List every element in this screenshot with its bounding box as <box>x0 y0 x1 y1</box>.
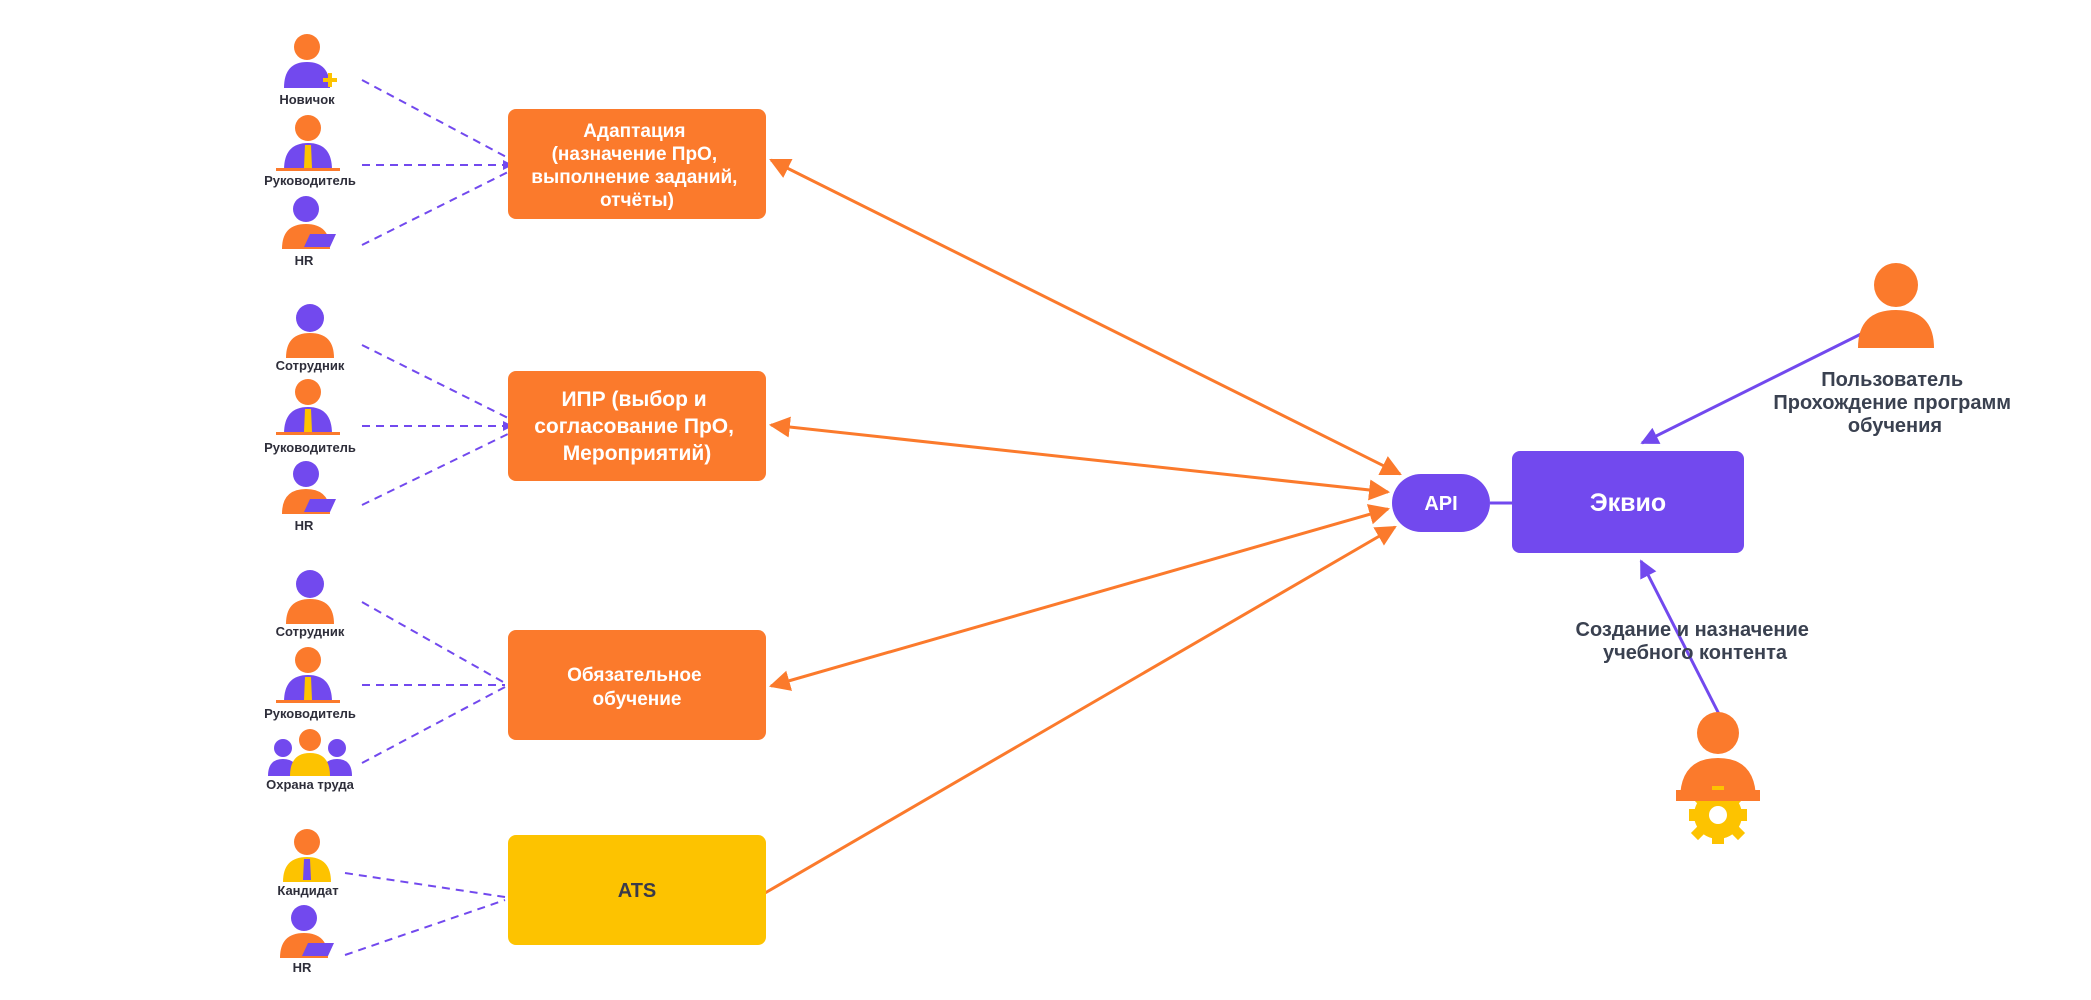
svg-text:Обязательное обучение: Обязательное обучение <box>567 665 707 710</box>
label-hr-2: HR <box>295 518 314 533</box>
mandatory-line-1: Обязательное <box>567 665 701 686</box>
svg-text:Адаптация (назначение Пр: Адаптация (назначение ПрО, выполнение за… <box>531 121 742 211</box>
connector-safety-mandatory <box>361 686 506 764</box>
label-employee-2: Сотрудник <box>276 624 345 639</box>
label-novice: Новичок <box>279 92 335 107</box>
api-pill: API <box>1392 474 1490 532</box>
person-with-gear-icon <box>1676 712 1760 844</box>
api-arrows <box>764 158 1402 895</box>
connector-candidate-ats <box>344 872 506 898</box>
arrow-api-mandatory <box>768 504 1391 691</box>
label-manager-2: Руководитель <box>264 440 356 455</box>
label-employee-1: Сотрудник <box>276 358 345 373</box>
adaptation-line-3: выполнение заданий, <box>531 167 737 188</box>
person-icon <box>286 304 334 358</box>
ats-box: ATS <box>508 835 766 945</box>
label-candidate: Кандидат <box>277 883 338 898</box>
user-label-line-1: Пользователь <box>1821 369 1963 391</box>
person-with-laptop-icon <box>282 461 336 514</box>
manager-with-tie-icon <box>276 115 340 171</box>
connector-employee-mandatory <box>361 601 506 684</box>
person-with-plus-icon <box>284 34 337 88</box>
ipr-line-3: Мероприятий) <box>563 442 712 465</box>
ipr-line-2: согласование ПрО, <box>534 415 734 438</box>
label-safety: Охрана труда <box>266 777 355 792</box>
arrow-api-ipr <box>768 416 1391 501</box>
connector-hr-ats <box>344 899 506 956</box>
people-connectors <box>344 79 513 956</box>
arrow-ats-api <box>764 525 1397 895</box>
mandatory-box: Обязательное обучение <box>508 630 766 740</box>
creator-label-line-1: Создание и назначение <box>1576 619 1809 641</box>
svg-text:Создание и назначение учеб: Создание и назначение учебного контента <box>1576 619 1815 664</box>
adaptation-line-1: Адаптация <box>583 121 685 142</box>
mandatory-line-2: обучение <box>593 689 682 710</box>
ats-label: ATS <box>618 880 657 902</box>
ekvio-label: Эквио <box>1590 489 1666 517</box>
adaptation-line-2: (назначение ПрО, <box>552 144 718 165</box>
connector-hr-adaptation <box>361 169 513 246</box>
label-hr-3: HR <box>293 960 312 975</box>
ipr-line-1: ИПР (выбор и <box>561 388 706 411</box>
manager-with-tie-icon <box>276 647 340 703</box>
person-with-laptop-icon <box>282 196 336 249</box>
person-icon <box>286 570 334 624</box>
label-manager-3: Руководитель <box>264 706 356 721</box>
api-label: API <box>1424 493 1457 515</box>
label-manager-1: Руководитель <box>264 173 356 188</box>
ekvio-arrows <box>1639 330 1866 717</box>
adaptation-line-4: отчёты) <box>600 190 674 211</box>
arrow-api-adaptation <box>769 158 1402 476</box>
creator-label-line-2: учебного контента <box>1603 642 1788 664</box>
connector-novice-adaptation <box>361 79 513 161</box>
manager-with-tie-icon <box>276 379 340 435</box>
user-label-line-2: Прохождение программ <box>1773 392 2011 414</box>
manager-with-tie-icon <box>283 829 331 882</box>
person-icon <box>1858 263 1934 348</box>
connector-hr-ipr <box>361 431 513 506</box>
group-icon <box>268 729 352 776</box>
person-with-laptop-icon <box>280 905 334 958</box>
svg-text:Пользователь Прохождение п: Пользователь Прохождение программ обучен… <box>1773 369 2016 437</box>
arrow-creator-ekvio <box>1639 559 1722 717</box>
ipr-box: ИПР (выбор и согласование ПрО, Мероприят… <box>508 371 766 481</box>
adaptation-box: Адаптация (назначение ПрО, выполнение за… <box>508 109 766 219</box>
svg-text:ИПР (выбор и согласовани: ИПР (выбор и согласование ПрО, Мероприят… <box>534 388 740 465</box>
user-label-line-3: обучения <box>1848 415 1942 437</box>
ekvio-box: Эквио <box>1512 451 1744 553</box>
connector-employee-ipr <box>361 344 513 421</box>
label-hr-1: HR <box>295 253 314 268</box>
arrow-user-ekvio <box>1640 330 1866 445</box>
